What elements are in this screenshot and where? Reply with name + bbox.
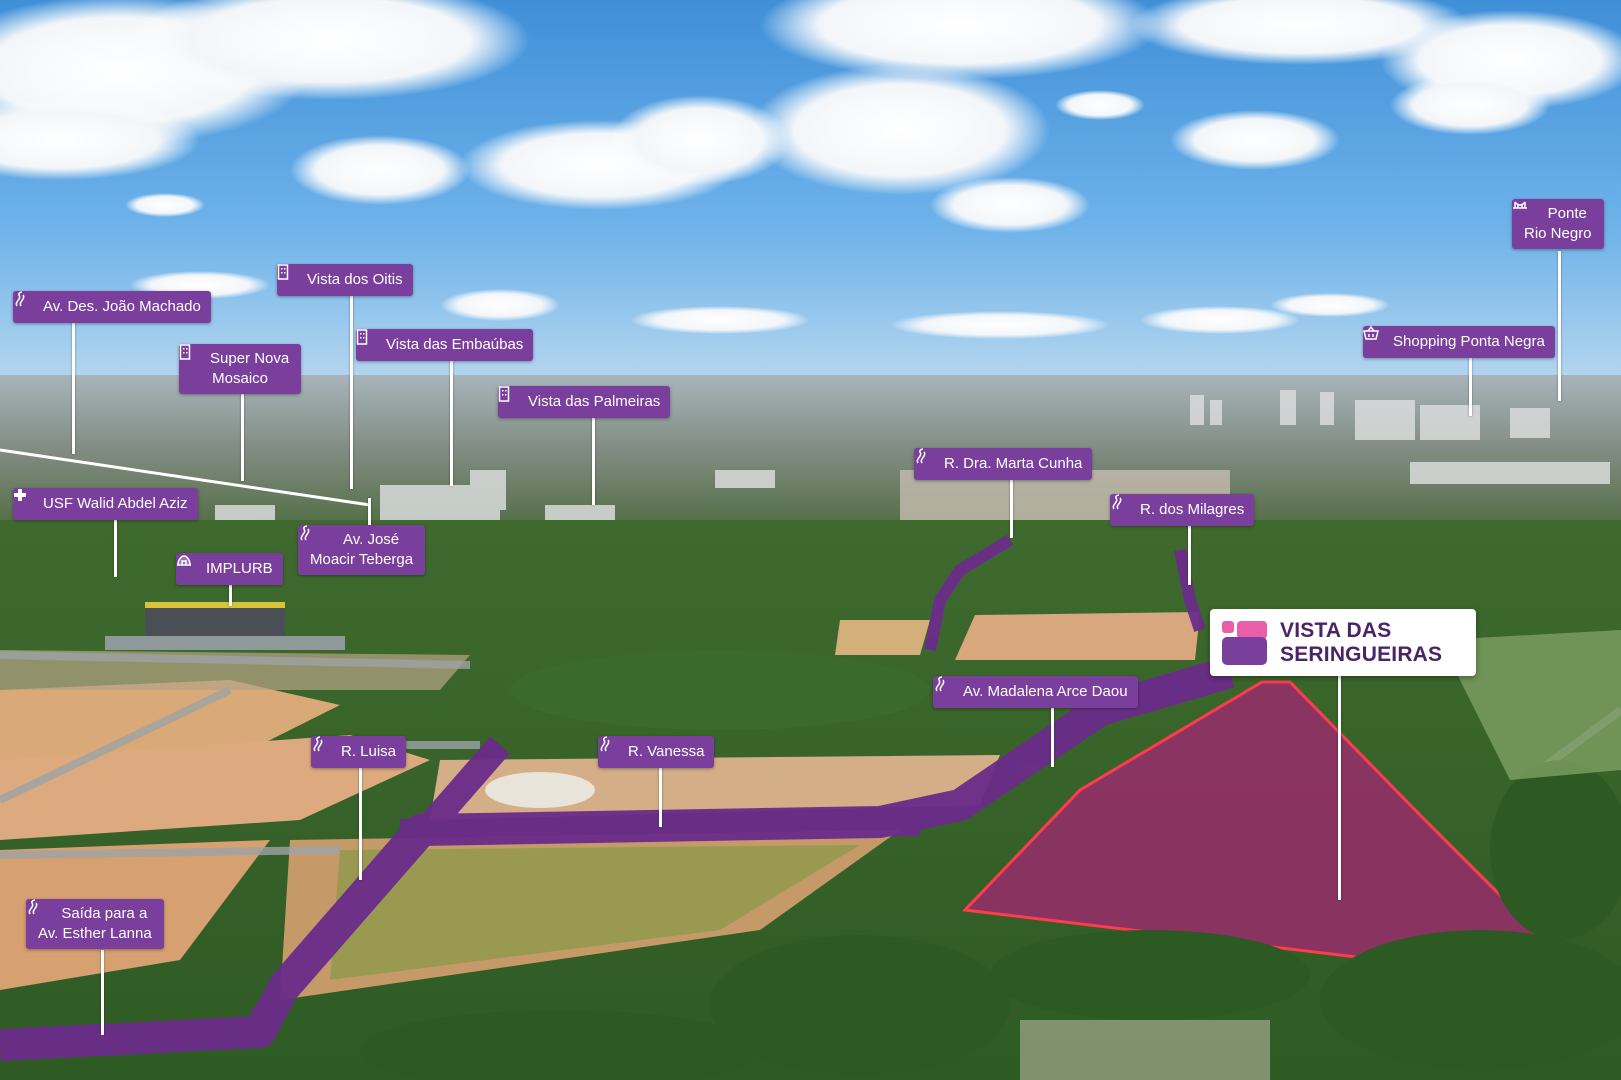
av-jose-road-line bbox=[0, 448, 371, 507]
pin-implurb bbox=[229, 580, 232, 606]
label-av-madalena-arce-daou: Av. Madalena Arce Daou bbox=[933, 676, 1138, 708]
development-name: VISTA DAS SERINGUEIRAS bbox=[1280, 619, 1442, 667]
pin-av-madalena-arce-daou bbox=[1051, 705, 1054, 767]
label-r-dos-milagres: R. dos Milagres bbox=[1110, 494, 1255, 526]
label-saida-av-esther-lanna: Saída para a Av. Esther Lanna bbox=[26, 899, 164, 949]
label-text-line1: Av. José bbox=[342, 531, 400, 548]
label-text-line2: Mosaico bbox=[212, 370, 269, 387]
label-text: Av. Madalena Arce Daou bbox=[963, 683, 1128, 700]
label-implurb: IMPLURB bbox=[176, 553, 283, 585]
building-icon bbox=[498, 386, 522, 410]
road-icon bbox=[313, 736, 335, 760]
label-super-nova-mosaico: Super Nova Mosaico bbox=[179, 344, 302, 394]
label-ponte-rio-negro: Ponte Rio Negro bbox=[1512, 199, 1604, 249]
pin-development bbox=[1338, 676, 1341, 900]
label-text-line2: Moacir Teberga bbox=[310, 551, 414, 568]
label-text: Vista das Embaúbas bbox=[386, 336, 524, 353]
label-text: Vista dos Oitis bbox=[307, 271, 403, 288]
cemetery-ground bbox=[1020, 630, 1621, 1080]
road-icon bbox=[300, 525, 338, 548]
shopping-basket-icon bbox=[1363, 326, 1387, 350]
label-shopping-ponta-negra: Shopping Ponta Negra bbox=[1363, 326, 1555, 358]
pin-saida-av-esther-lanna bbox=[101, 950, 104, 1035]
label-usf-walid-abdel-aziz: USF Walid Abdel Aziz bbox=[13, 488, 198, 520]
development-name-line2: SERINGUEIRAS bbox=[1280, 643, 1443, 666]
pin-ponte-rio-negro bbox=[1558, 251, 1561, 401]
label-vista-das-palmeiras: Vista das Palmeiras bbox=[498, 386, 671, 418]
label-vista-das-embaubas: Vista das Embaúbas bbox=[356, 329, 534, 361]
clouds bbox=[0, 0, 1621, 339]
building-icon bbox=[179, 344, 205, 367]
highlighted-roads bbox=[0, 534, 1235, 1061]
road-icon bbox=[916, 448, 938, 472]
label-text-line2: Av. Esther Lanna bbox=[38, 925, 152, 942]
pin-r-vanessa bbox=[659, 765, 662, 827]
label-text-line2: Rio Negro bbox=[1524, 225, 1592, 242]
pin-vista-dos-oitis bbox=[350, 294, 353, 489]
label-text: Av. Des. João Machado bbox=[43, 298, 201, 315]
pin-r-luisa bbox=[359, 765, 362, 880]
label-r-luisa: R. Luisa bbox=[311, 736, 407, 768]
development-brand-tag: VISTA DAS SERINGUEIRAS bbox=[1210, 609, 1476, 676]
label-r-dra-marta-cunha: R. Dra. Marta Cunha bbox=[914, 448, 1093, 480]
road-icon bbox=[15, 291, 37, 315]
government-building-icon bbox=[177, 555, 200, 577]
road-icon bbox=[28, 899, 56, 922]
label-r-vanessa: R. Vanessa bbox=[598, 736, 715, 768]
pin-shopping-ponta-negra bbox=[1469, 354, 1472, 416]
road-icon bbox=[935, 676, 957, 700]
pin-av-jose-moacir-teberga bbox=[368, 498, 371, 525]
label-text-line1: Saída para a bbox=[61, 905, 148, 922]
label-text: IMPLURB bbox=[206, 560, 273, 577]
label-text: USF Walid Abdel Aziz bbox=[43, 495, 188, 512]
label-text: R. Luisa bbox=[341, 743, 397, 760]
building-icon bbox=[277, 264, 301, 288]
label-text-line1: Super Nova bbox=[210, 350, 290, 367]
label-text: Vista das Palmeiras bbox=[528, 393, 661, 410]
pin-r-dra-marta-cunha bbox=[1010, 475, 1013, 538]
label-text-line1: Ponte bbox=[1547, 205, 1587, 222]
building-icon bbox=[356, 329, 380, 353]
label-av-des-joao-machado: Av. Des. João Machado bbox=[13, 291, 211, 323]
label-text: Shopping Ponta Negra bbox=[1393, 333, 1545, 350]
label-av-jose-moacir-teberga: Av. José Moacir Teberga bbox=[298, 525, 426, 575]
label-text: R. Vanessa bbox=[628, 743, 705, 760]
brand-logo-icon bbox=[1222, 621, 1268, 665]
pin-av-des-joao-machado bbox=[72, 322, 75, 454]
pin-usf-walid-abdel-aziz bbox=[114, 515, 117, 577]
pin-vista-das-palmeiras bbox=[592, 415, 595, 505]
road-icon bbox=[600, 736, 622, 760]
pin-vista-das-embaubas bbox=[450, 358, 453, 486]
pin-r-dos-milagres bbox=[1188, 521, 1191, 585]
label-vista-dos-oitis: Vista dos Oitis bbox=[277, 264, 413, 296]
health-cross-icon bbox=[14, 489, 37, 512]
label-text: R. dos Milagres bbox=[1140, 501, 1245, 518]
label-text: R. Dra. Marta Cunha bbox=[944, 455, 1083, 472]
foreground-trees bbox=[360, 650, 1621, 1080]
implurb-building bbox=[105, 602, 345, 650]
bridge-icon bbox=[1513, 201, 1543, 222]
development-name-line1: VISTA DAS bbox=[1280, 619, 1392, 642]
pin-super-nova-mosaico bbox=[241, 393, 244, 481]
road-icon bbox=[1112, 494, 1134, 518]
